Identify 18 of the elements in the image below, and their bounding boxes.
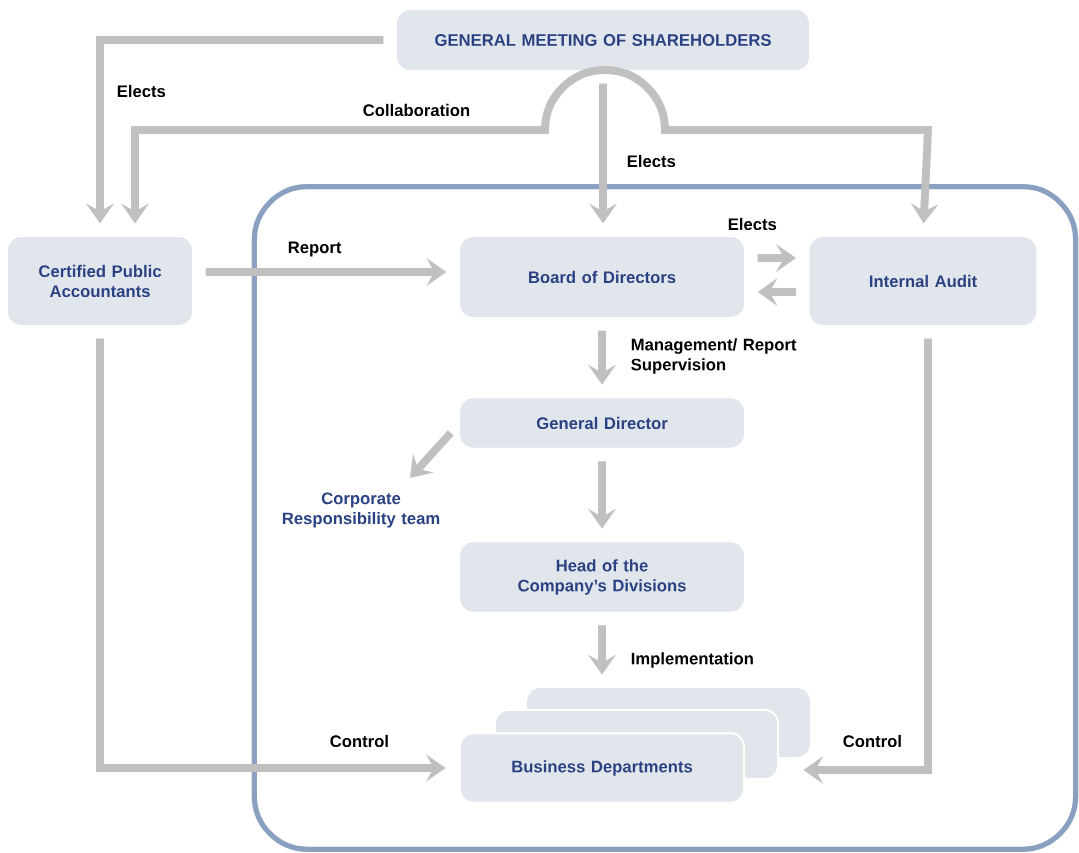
edge-label: Management/ Report Supervision bbox=[631, 338, 797, 374]
process-box: GENERAL MEETING OF SHAREHOLDERS bbox=[397, 10, 809, 70]
process-box: Certified Public Accountants bbox=[8, 237, 192, 325]
edge-label: Control bbox=[843, 734, 901, 748]
boundary-frame bbox=[251, 184, 1079, 852]
process-box: Head of the Company’s Divisions bbox=[460, 542, 744, 612]
edge-label: Implementation bbox=[631, 652, 753, 668]
process-box: General Director bbox=[460, 398, 744, 448]
edge-label: Elects bbox=[627, 154, 676, 168]
team-label: Corporate Responsibility team bbox=[282, 492, 440, 528]
edge-label: Control bbox=[330, 734, 388, 748]
process-box: Internal Audit bbox=[809, 237, 1037, 325]
edge-label: Elects bbox=[728, 217, 777, 231]
edge-label: Report bbox=[288, 241, 342, 257]
stacked-boxes: Business Departments bbox=[459, 688, 810, 804]
edge-label: Collaboration bbox=[363, 103, 470, 117]
process-box: Board of Directors bbox=[460, 237, 744, 317]
edge-label: Elects bbox=[117, 84, 166, 98]
